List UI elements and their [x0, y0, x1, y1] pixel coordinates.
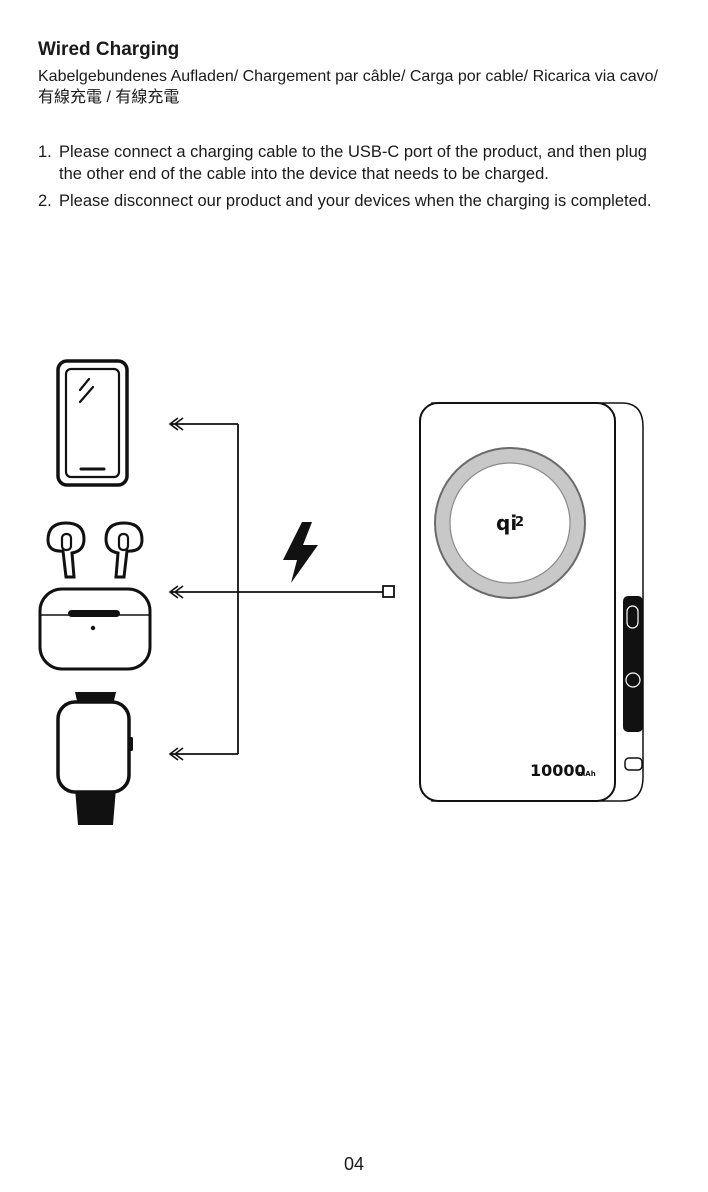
smartwatch-icon: [56, 692, 133, 825]
step-text: Please connect a charging cable to the U…: [59, 143, 647, 183]
arrow-left-icon: [168, 417, 184, 761]
title-translations: Kabelgebundenes Aufladen/ Chargement par…: [38, 68, 658, 106]
display-readout: [625, 605, 641, 688]
capacity-label: 10000 mAh: [530, 761, 596, 780]
step-number: 1.: [38, 143, 52, 161]
wired-charging-illustration: qi 2 10000 mAh: [38, 359, 644, 825]
step-text: Please disconnect our product and your d…: [59, 192, 652, 210]
svg-text:10000: 10000: [530, 761, 586, 780]
step-item: 1. Please connect a charging cable to th…: [38, 141, 658, 185]
page-number: 04: [343, 1154, 365, 1174]
lightning-icon: [283, 522, 318, 583]
page-title: Wired Charging: [38, 39, 180, 60]
svg-text:2: 2: [515, 515, 524, 530]
power-bank-icon: qi 2 10000 mAh: [419, 402, 644, 802]
svg-text:mAh: mAh: [578, 770, 596, 778]
qi2-logo-icon: qi 2: [496, 511, 524, 535]
phone-icon: [56, 359, 129, 487]
svg-text:qi: qi: [496, 511, 517, 535]
charging-cable: [170, 423, 395, 755]
step-item: 2. Please disconnect our product and you…: [38, 190, 658, 212]
earbuds-icon: [38, 521, 152, 671]
instruction-steps: 1. Please connect a charging cable to th…: [38, 141, 658, 217]
step-number: 2.: [38, 192, 52, 210]
